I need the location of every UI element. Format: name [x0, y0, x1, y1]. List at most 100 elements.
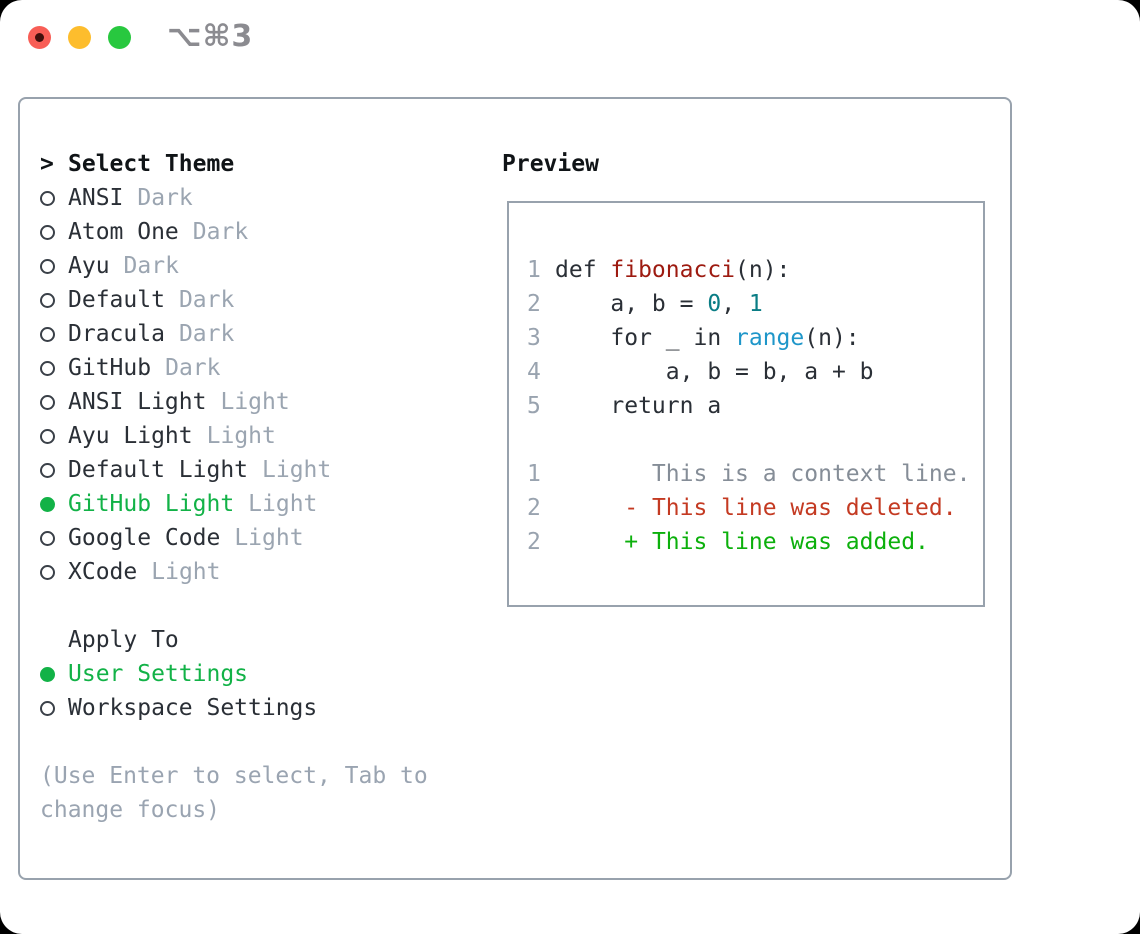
theme-option[interactable]: ANSI Dark: [40, 181, 444, 215]
select-theme-header: Select Theme: [68, 151, 235, 177]
option-variant-label: Light: [248, 491, 318, 517]
apply-to-list: User Settings Workspace Settings: [40, 657, 444, 725]
option-label: ANSI: [68, 185, 124, 211]
code-segment: [555, 495, 624, 521]
line-number: 2: [527, 495, 541, 521]
theme-option[interactable]: GitHub Dark: [40, 351, 444, 385]
theme-option[interactable]: Ayu Light Light: [40, 419, 444, 453]
code-line: 2 - This line was deleted.: [527, 491, 975, 525]
radio-icon: [40, 530, 68, 546]
theme-option[interactable]: Default Dark: [40, 283, 444, 317]
option-variant-label: Dark: [165, 355, 221, 381]
code-segment: 0: [707, 291, 722, 317]
code-segment: + This line was added.: [624, 529, 929, 555]
code-segment: This is a context line.: [555, 461, 971, 487]
minimize-button[interactable]: [68, 26, 91, 49]
option-variant-label: Dark: [192, 219, 249, 245]
option-variant-label: Light: [151, 559, 221, 585]
option-label: Dracula: [68, 321, 165, 347]
option-variant-label: Dark: [137, 185, 193, 211]
code-segment: fibonacci: [610, 257, 736, 283]
preview-header: Preview: [502, 151, 599, 177]
radio-icon: [40, 462, 68, 478]
theme-picker-panel: > Select Theme ANSI Dark Atom One Dark A…: [18, 97, 1012, 880]
spacer: [40, 589, 444, 623]
code-segment: for _ in: [555, 325, 736, 351]
option-label: GitHub: [68, 355, 152, 381]
option-variant-label: Light: [234, 525, 304, 551]
theme-option[interactable]: Default Light Light: [40, 453, 444, 487]
theme-option[interactable]: ANSI Light Light: [40, 385, 444, 419]
code-line: [527, 423, 975, 457]
option-variant-label: Dark: [178, 287, 235, 313]
radio-icon: [40, 258, 68, 274]
option-label: GitHub Light: [68, 491, 235, 517]
option-label: Atom One: [68, 219, 179, 245]
radio-icon: [40, 326, 68, 342]
zoom-button[interactable]: [108, 26, 131, 49]
code-line: 1 This is a context line.: [527, 457, 975, 491]
apply-to-option[interactable]: Workspace Settings: [40, 691, 444, 725]
apply-to-header: Apply To: [68, 627, 179, 653]
option-label: Ayu Light: [68, 423, 193, 449]
option-variant-label: Dark: [178, 321, 235, 347]
theme-option[interactable]: XCode Light: [40, 555, 444, 589]
radio-icon: [40, 428, 68, 444]
radio-icon: [40, 292, 68, 308]
apply-to-header-row: Apply To: [40, 623, 444, 657]
code-segment: return a: [555, 393, 722, 419]
code-segment: 1: [748, 291, 763, 317]
code-segment: def: [555, 257, 611, 283]
option-label: Default Light: [68, 457, 249, 483]
theme-option[interactable]: GitHub Light Light: [40, 487, 444, 521]
line-number: 5: [527, 393, 541, 419]
code-line: 5 return a: [527, 389, 975, 423]
code-segment: a, b = b, a + b: [555, 359, 874, 385]
option-label: User Settings: [68, 661, 249, 687]
option-variant-label: Light: [220, 389, 290, 415]
theme-option[interactable]: Dracula Dark: [40, 317, 444, 351]
code-segment: ,: [721, 291, 749, 317]
option-label: Default: [68, 287, 165, 313]
radio-icon: [40, 224, 68, 240]
option-variant-label: Light: [262, 457, 332, 483]
code-segment: [555, 529, 624, 555]
radio-icon: [40, 564, 68, 580]
select-theme-header-row: > Select Theme: [40, 147, 444, 181]
radio-icon: [40, 700, 68, 716]
option-label: XCode: [68, 559, 138, 585]
line-number: 4: [527, 359, 541, 385]
theme-option[interactable]: Atom One Dark: [40, 215, 444, 249]
line-number: 1: [527, 257, 541, 283]
code-segment: (n):: [735, 257, 791, 283]
code-segment: (n):: [804, 325, 860, 351]
code-segment: - This line was deleted.: [624, 495, 957, 521]
radio-icon: [40, 666, 68, 682]
code-line: 3 for _ in range(n):: [527, 321, 975, 355]
radio-icon: [40, 496, 68, 512]
window-title: ⌥⌘3: [167, 19, 254, 54]
titlebar: ⌥⌘3: [0, 0, 1140, 75]
code-line: 1 def fibonacci(n):: [527, 253, 975, 287]
radio-icon: [40, 394, 68, 410]
radio-icon: [40, 360, 68, 376]
option-label: Ayu: [68, 253, 110, 279]
prompt-icon: >: [40, 151, 54, 177]
code-line: 2 + This line was added.: [527, 525, 975, 559]
option-variant-label: Dark: [123, 253, 179, 279]
theme-option[interactable]: Google Code Light: [40, 521, 444, 555]
theme-list-column: > Select Theme ANSI Dark Atom One Dark A…: [40, 147, 444, 827]
code-line: 2 a, b = 0, 1: [527, 287, 975, 321]
code-segment: range: [735, 325, 805, 351]
line-number: 2: [527, 529, 541, 555]
hint-text: (Use Enter to select, Tab to change focu…: [40, 763, 442, 823]
line-number: 1: [527, 461, 541, 487]
code-segment: a, b =: [555, 291, 708, 317]
close-button[interactable]: [28, 26, 51, 49]
line-number: 2: [527, 291, 541, 317]
apply-to-option[interactable]: User Settings: [40, 657, 444, 691]
theme-option[interactable]: Ayu Dark: [40, 249, 444, 283]
